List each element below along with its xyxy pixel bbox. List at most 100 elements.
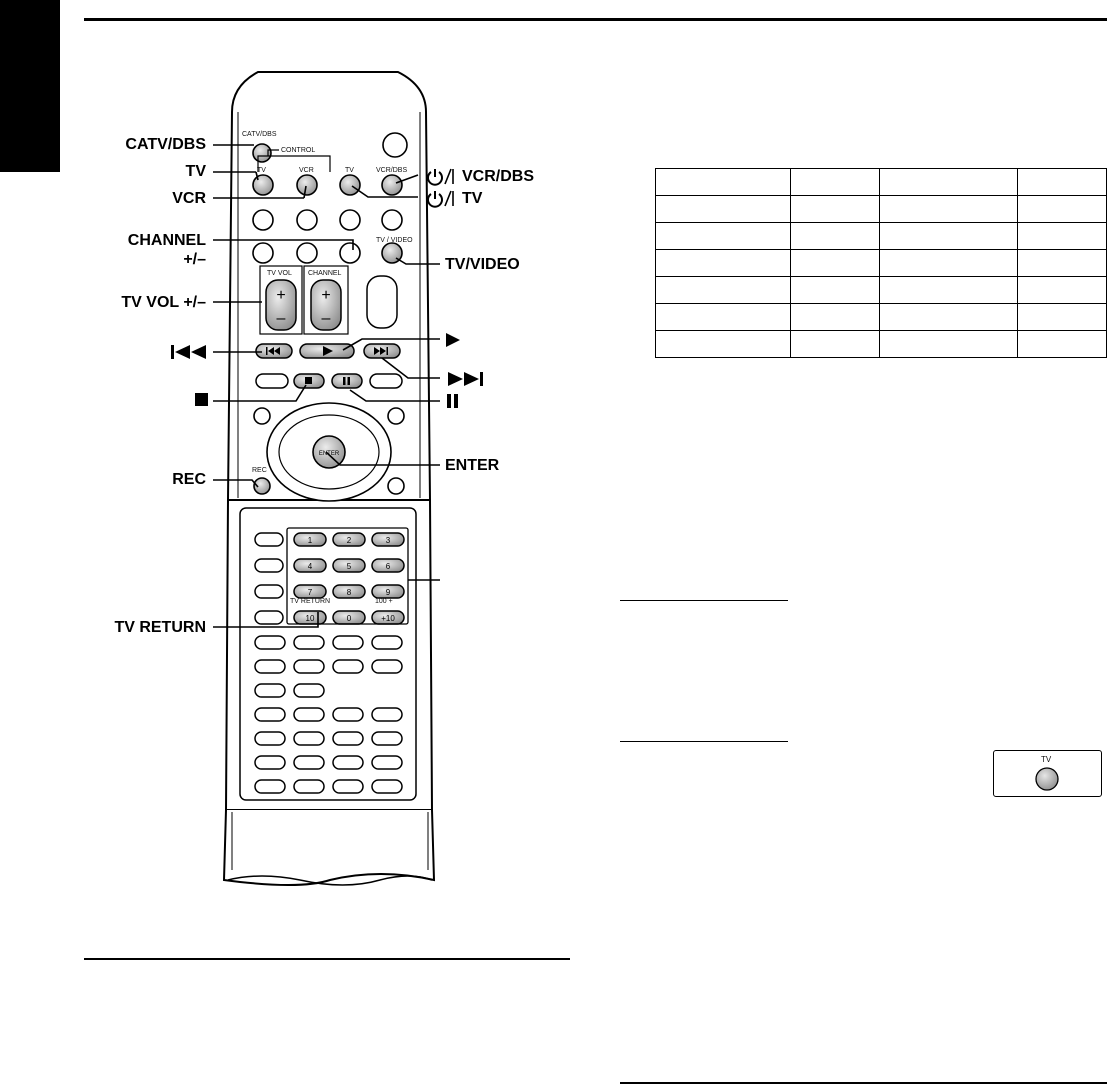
table-cell xyxy=(879,276,1018,304)
label-power-vcr-dbs: VCR/DBS xyxy=(462,168,535,185)
function-button[interactable] xyxy=(332,755,364,770)
cursor-corner-button[interactable] xyxy=(387,477,405,495)
function-button[interactable] xyxy=(332,635,364,650)
keypad-button-2[interactable] xyxy=(332,532,366,547)
cursor-corner-button[interactable] xyxy=(387,407,405,425)
tv-button-box: TV xyxy=(993,750,1102,797)
function-button[interactable] xyxy=(293,707,325,722)
function-button[interactable] xyxy=(254,707,286,722)
section-rule-bottom xyxy=(620,1082,1107,1084)
function-button[interactable] xyxy=(371,635,403,650)
row2-button[interactable] xyxy=(339,242,361,264)
function-button[interactable] xyxy=(332,731,364,746)
function-button[interactable] xyxy=(371,779,403,794)
label-catv-dbs: CATV/DBS xyxy=(125,136,206,153)
label-rec: REC xyxy=(172,471,206,488)
label-tv-video: TV/VIDEO xyxy=(445,256,520,273)
function-button[interactable] xyxy=(332,707,364,722)
function-button[interactable] xyxy=(293,659,325,674)
label-tv: TV xyxy=(185,163,206,180)
keypad-button-4[interactable] xyxy=(293,558,327,573)
remote-text-catv-dbs: CATV/DBS xyxy=(242,131,277,138)
row1-button[interactable] xyxy=(296,209,318,231)
table-cell xyxy=(655,222,791,250)
function-button[interactable] xyxy=(371,659,403,674)
keypad-button-8[interactable] xyxy=(332,584,366,599)
skip-forward-icon xyxy=(448,372,483,386)
function-button[interactable] xyxy=(332,659,364,674)
remote-text-tv-video: TV / VIDEO xyxy=(376,237,413,244)
table-row xyxy=(655,303,1107,331)
function-button[interactable] xyxy=(332,779,364,794)
table-cell xyxy=(655,195,791,223)
function-button[interactable] xyxy=(254,731,286,746)
remote-control-illustration xyxy=(222,71,436,886)
function-button[interactable] xyxy=(293,635,325,650)
function-button[interactable] xyxy=(254,584,284,599)
tv-vol-rocker[interactable] xyxy=(265,279,297,331)
row1-button[interactable] xyxy=(252,209,274,231)
power-icon-vcr-dbs xyxy=(427,168,454,186)
row1-button[interactable] xyxy=(339,209,361,231)
row2-button[interactable] xyxy=(296,242,318,264)
row2-button[interactable] xyxy=(252,242,274,264)
vcr-button[interactable] xyxy=(296,174,318,196)
vcr-dbs-power-button[interactable] xyxy=(381,174,403,196)
function-button[interactable] xyxy=(254,659,286,674)
function-button[interactable] xyxy=(371,755,403,770)
function-button[interactable] xyxy=(293,755,325,770)
function-button[interactable] xyxy=(293,779,325,794)
keypad-button-7[interactable] xyxy=(293,584,327,599)
channel-rocker[interactable] xyxy=(310,279,342,331)
language-tab xyxy=(0,0,60,172)
table-cell xyxy=(1017,222,1107,250)
table-cell xyxy=(790,276,880,304)
table-cell xyxy=(879,168,1018,196)
keypad-button-6[interactable] xyxy=(371,558,405,573)
table-cell xyxy=(879,330,1018,358)
header-rule xyxy=(84,18,1107,21)
row1-button[interactable] xyxy=(381,209,403,231)
table-cell xyxy=(879,222,1018,250)
label-channel: CHANNEL xyxy=(127,232,206,249)
keypad-button-9[interactable] xyxy=(371,584,405,599)
enter-button[interactable] xyxy=(312,435,346,469)
table-cell xyxy=(655,276,791,304)
keypad-button-3[interactable] xyxy=(371,532,405,547)
table-cell xyxy=(790,168,880,196)
tv-power-button[interactable] xyxy=(339,174,361,196)
remote-text-rec: REC xyxy=(252,467,267,474)
callout-lines xyxy=(213,144,440,628)
label-tv-return: TV RETURN xyxy=(114,619,206,636)
function-button[interactable] xyxy=(254,635,286,650)
rec-button[interactable] xyxy=(253,477,271,495)
transport-button[interactable] xyxy=(369,373,403,389)
table-cell xyxy=(1017,303,1107,331)
rocker-button[interactable] xyxy=(366,275,398,329)
function-button[interactable] xyxy=(254,683,286,698)
label-tv-vol: TV VOL +/– xyxy=(121,294,206,311)
tv-button-icon[interactable] xyxy=(1033,766,1061,792)
keypad-button-1[interactable] xyxy=(293,532,327,547)
function-button[interactable] xyxy=(254,610,284,625)
label-channel-plus-minus: +/– xyxy=(183,251,206,268)
transport-button[interactable] xyxy=(255,373,289,389)
function-button[interactable] xyxy=(293,731,325,746)
keypad-button-5[interactable] xyxy=(332,558,366,573)
cursor-corner-button[interactable] xyxy=(253,407,271,425)
function-button[interactable] xyxy=(371,731,403,746)
function-button[interactable] xyxy=(254,755,286,770)
function-button[interactable] xyxy=(254,558,284,573)
label-power-tv: TV xyxy=(462,190,483,207)
function-button[interactable] xyxy=(293,683,325,698)
function-button[interactable] xyxy=(371,707,403,722)
sensor-button[interactable] xyxy=(382,132,408,158)
table-row xyxy=(655,249,1107,277)
table-cell xyxy=(1017,195,1107,223)
pause-button[interactable] xyxy=(331,373,363,389)
function-button[interactable] xyxy=(254,779,286,794)
remote-text-control: CONTROL xyxy=(281,147,316,154)
label-enter: ENTER xyxy=(445,457,500,474)
remote-text-tv: TV xyxy=(257,167,266,174)
function-button[interactable] xyxy=(254,532,284,547)
